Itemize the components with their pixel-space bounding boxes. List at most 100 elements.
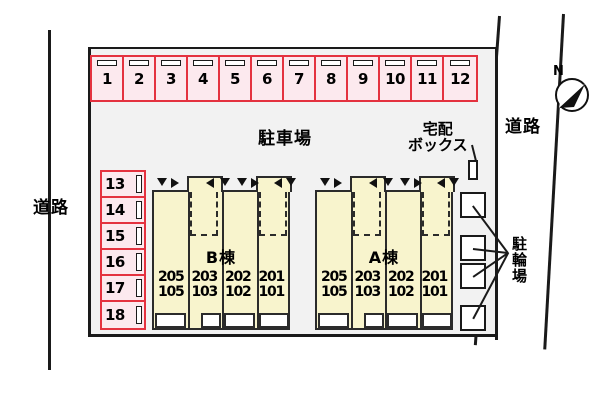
direction-arrow-icon	[251, 178, 259, 188]
wheel-stop-icon	[225, 60, 245, 66]
compass-needle-icon	[559, 84, 585, 108]
building-name-label: A棟	[368, 248, 400, 267]
unit-number[interactable]: 203	[354, 269, 381, 285]
road-label-left: 道路	[33, 198, 69, 218]
unit-number[interactable]: 101	[258, 284, 285, 300]
parking-stall-number: 10	[385, 70, 405, 88]
parking-stall[interactable]: 5	[220, 57, 252, 100]
direction-arrow-icon	[320, 178, 330, 186]
direction-arrow-icon	[414, 178, 422, 188]
entrance-porch	[155, 313, 186, 328]
unit-number[interactable]: 202	[387, 269, 415, 285]
unit-number[interactable]: 205	[157, 269, 185, 285]
wheel-stop-icon	[353, 60, 373, 66]
entrance-porch	[387, 313, 418, 328]
delivery-box-label-line1: 宅配	[422, 120, 453, 138]
delivery-box-label: 宅配 ボックス	[408, 120, 468, 154]
parking-stall[interactable]: 3	[156, 57, 188, 100]
parking-stall-number: 6	[262, 70, 272, 88]
parking-stall[interactable]: 13	[102, 172, 144, 198]
entrance-porch	[421, 313, 452, 328]
wheel-stop-icon	[417, 60, 437, 66]
unit-number[interactable]: 201	[258, 269, 285, 285]
unit-number[interactable]: 105	[157, 284, 185, 300]
wheel-stop-icon	[129, 60, 149, 66]
unit-number[interactable]: 102	[224, 284, 252, 300]
unit-number[interactable]: 202	[224, 269, 252, 285]
direction-arrow-icon	[369, 178, 377, 188]
wheel-stop-icon	[161, 60, 181, 66]
parking-stall[interactable]: 11	[412, 57, 444, 100]
road-boundary-left-line	[48, 30, 51, 370]
direction-arrow-icon	[220, 178, 230, 186]
compass-rose-icon: N	[553, 64, 589, 112]
parking-stall[interactable]: 1	[92, 57, 124, 100]
parking-stall-number: 15	[105, 227, 125, 245]
unit-number[interactable]: 203	[191, 269, 218, 285]
building-a: A棟 205 203 202 201 105 103 102 101	[315, 176, 455, 330]
compass-north-label: N	[553, 64, 564, 79]
parking-stall-number: 16	[105, 253, 125, 271]
wheel-stop-icon	[136, 175, 142, 193]
parking-stall[interactable]: 4	[188, 57, 220, 100]
unit-number[interactable]: 105	[320, 284, 348, 300]
parking-stall[interactable]: 10	[380, 57, 412, 100]
bicycle-parking-space[interactable]	[460, 235, 486, 261]
parking-stall-number: 5	[230, 70, 240, 88]
unit-number[interactable]: 205	[320, 269, 348, 285]
unit-number[interactable]: 102	[387, 284, 415, 300]
unit-number[interactable]: 201	[421, 269, 448, 285]
parking-stall-number: 7	[294, 70, 304, 88]
parking-stall[interactable]: 18	[102, 302, 144, 328]
wheel-stop-icon	[136, 253, 142, 271]
parking-stall[interactable]: 16	[102, 250, 144, 276]
parking-stall[interactable]: 9	[348, 57, 380, 100]
parking-stall[interactable]: 2	[124, 57, 156, 100]
direction-arrow-icon	[237, 178, 247, 186]
direction-arrow-icon	[334, 178, 342, 188]
entrance-porch	[258, 313, 289, 328]
entrance-porch	[200, 313, 221, 328]
direction-arrow-icon	[206, 178, 214, 188]
wheel-stop-icon	[97, 60, 117, 66]
unit-divider-line	[222, 192, 224, 328]
parking-stall[interactable]: 12	[444, 57, 476, 100]
parking-stall-number: 9	[358, 70, 368, 88]
parking-stall-number: 4	[198, 70, 208, 88]
wheel-stop-icon	[136, 306, 142, 324]
unit-number[interactable]: 103	[354, 284, 381, 300]
wheel-stop-icon	[136, 227, 142, 245]
parking-column-left: 13 14 15 16 17 18	[100, 170, 146, 330]
parking-stall-number: 17	[105, 279, 125, 297]
parking-stall[interactable]: 6	[252, 57, 284, 100]
stairwell-outline	[189, 192, 218, 236]
unit-divider-line	[385, 192, 387, 328]
unit-number[interactable]: 103	[191, 284, 218, 300]
parking-stall-number: 18	[105, 306, 125, 324]
parking-stall[interactable]: 17	[102, 276, 144, 302]
bicycle-parking-label-line2: 輪	[512, 250, 528, 269]
parking-stall[interactable]: 7	[284, 57, 316, 100]
parking-stall[interactable]: 15	[102, 224, 144, 250]
unit-number-row: 105 103 102 101	[317, 284, 451, 300]
direction-arrow-icon	[383, 178, 393, 186]
unit-number[interactable]: 101	[421, 284, 448, 300]
parking-stall[interactable]: 14	[102, 198, 144, 224]
bicycle-parking-label-line1: 駐	[512, 235, 528, 253]
unit-divider-line	[256, 192, 259, 328]
parking-stall-number: 8	[326, 70, 336, 88]
unit-number-row: 205 203 202 201	[154, 269, 288, 285]
bicycle-parking-label-line3: 場	[512, 266, 528, 285]
bicycle-parking-space[interactable]	[460, 192, 486, 218]
wheel-stop-icon	[136, 279, 142, 297]
parking-stall-number: 2	[134, 70, 144, 88]
parking-stall-number: 14	[105, 201, 125, 219]
unit-divider-line	[350, 192, 353, 328]
parking-stall[interactable]: 8	[316, 57, 348, 100]
stairwell-outline	[421, 192, 450, 236]
direction-arrow-icon	[286, 178, 296, 186]
direction-arrow-icon	[274, 178, 282, 188]
direction-arrow-icon	[449, 178, 459, 186]
